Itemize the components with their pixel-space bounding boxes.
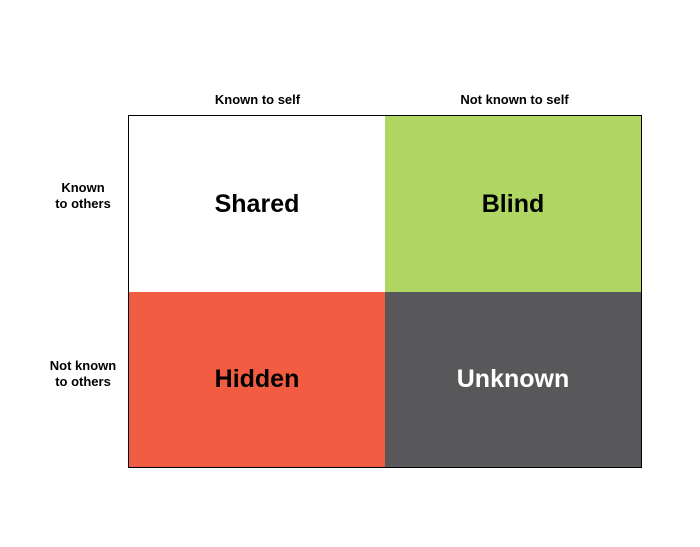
row-header-line: Known — [61, 180, 105, 195]
quadrant-label: Unknown — [456, 365, 570, 393]
row-header-line: to others — [55, 196, 111, 211]
quadrant-blind: Blind — [385, 116, 641, 292]
row-header-line: Not known — [49, 358, 117, 373]
quadrant-label: Hidden — [214, 365, 300, 393]
row-header-line: to others — [55, 374, 111, 389]
column-header-known-to-self: Known to self — [214, 92, 301, 107]
quadrant-shared: Shared — [129, 116, 385, 292]
row-header-known-to-others: Known to others — [30, 180, 136, 212]
quadrant-label: Blind — [481, 189, 545, 218]
column-header-not-known-to-self: Not known to self — [460, 92, 569, 107]
quadrant-unknown: Unknown — [385, 292, 641, 467]
quadrant-hidden: Hidden — [129, 292, 385, 467]
quadrant-grid: Shared Blind Hidden Unknown — [128, 115, 642, 468]
quadrant-label: Shared — [214, 189, 300, 218]
row-header-not-known-to-others: Not known to others — [30, 358, 136, 390]
